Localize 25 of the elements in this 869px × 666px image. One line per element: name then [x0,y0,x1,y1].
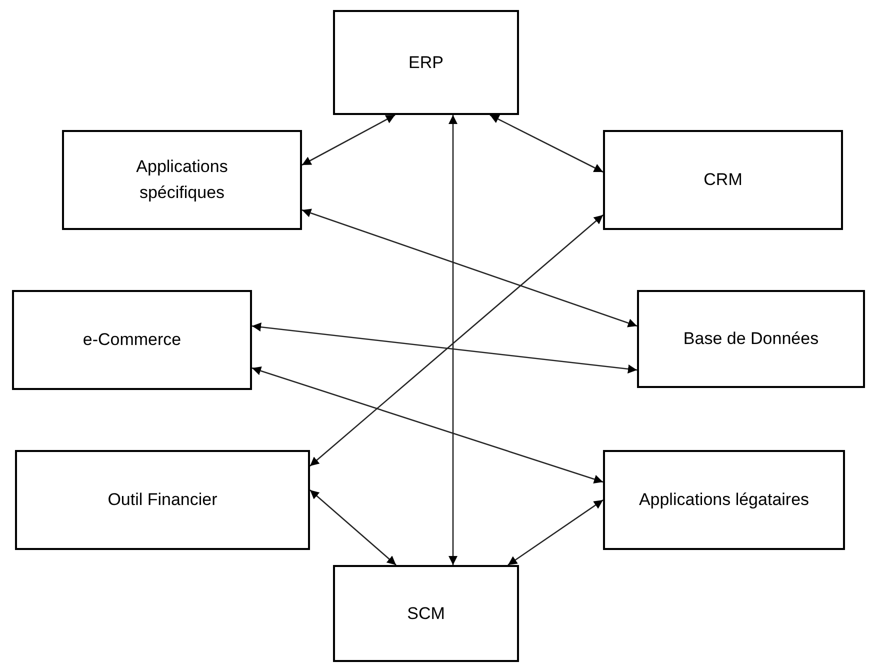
box-label: SCM [406,602,446,624]
double-arrow [302,208,638,328]
system-box [603,130,843,230]
box-label: e-Commerce [82,329,182,351]
box-label: ERP [408,52,444,74]
system-box [333,10,519,115]
double-arrow [252,322,638,374]
double-arrow [508,499,604,566]
box-label: Base de Données [682,328,820,350]
system-box [333,565,519,662]
system-box [62,130,302,230]
double-arrow [252,366,604,484]
system-box [12,290,252,390]
double-arrow [448,115,458,565]
double-arrow [310,214,604,466]
box-label: CRM [702,169,744,191]
box-label: Applications légataires [638,489,810,511]
system-box [603,450,845,550]
system-box [15,450,310,550]
double-arrow [490,114,604,173]
double-arrow [310,490,396,566]
double-arrow [302,114,396,166]
box-label: Applications spécifiques [135,156,229,204]
box-label: Outil Financier [106,489,218,511]
system-box [637,290,865,388]
